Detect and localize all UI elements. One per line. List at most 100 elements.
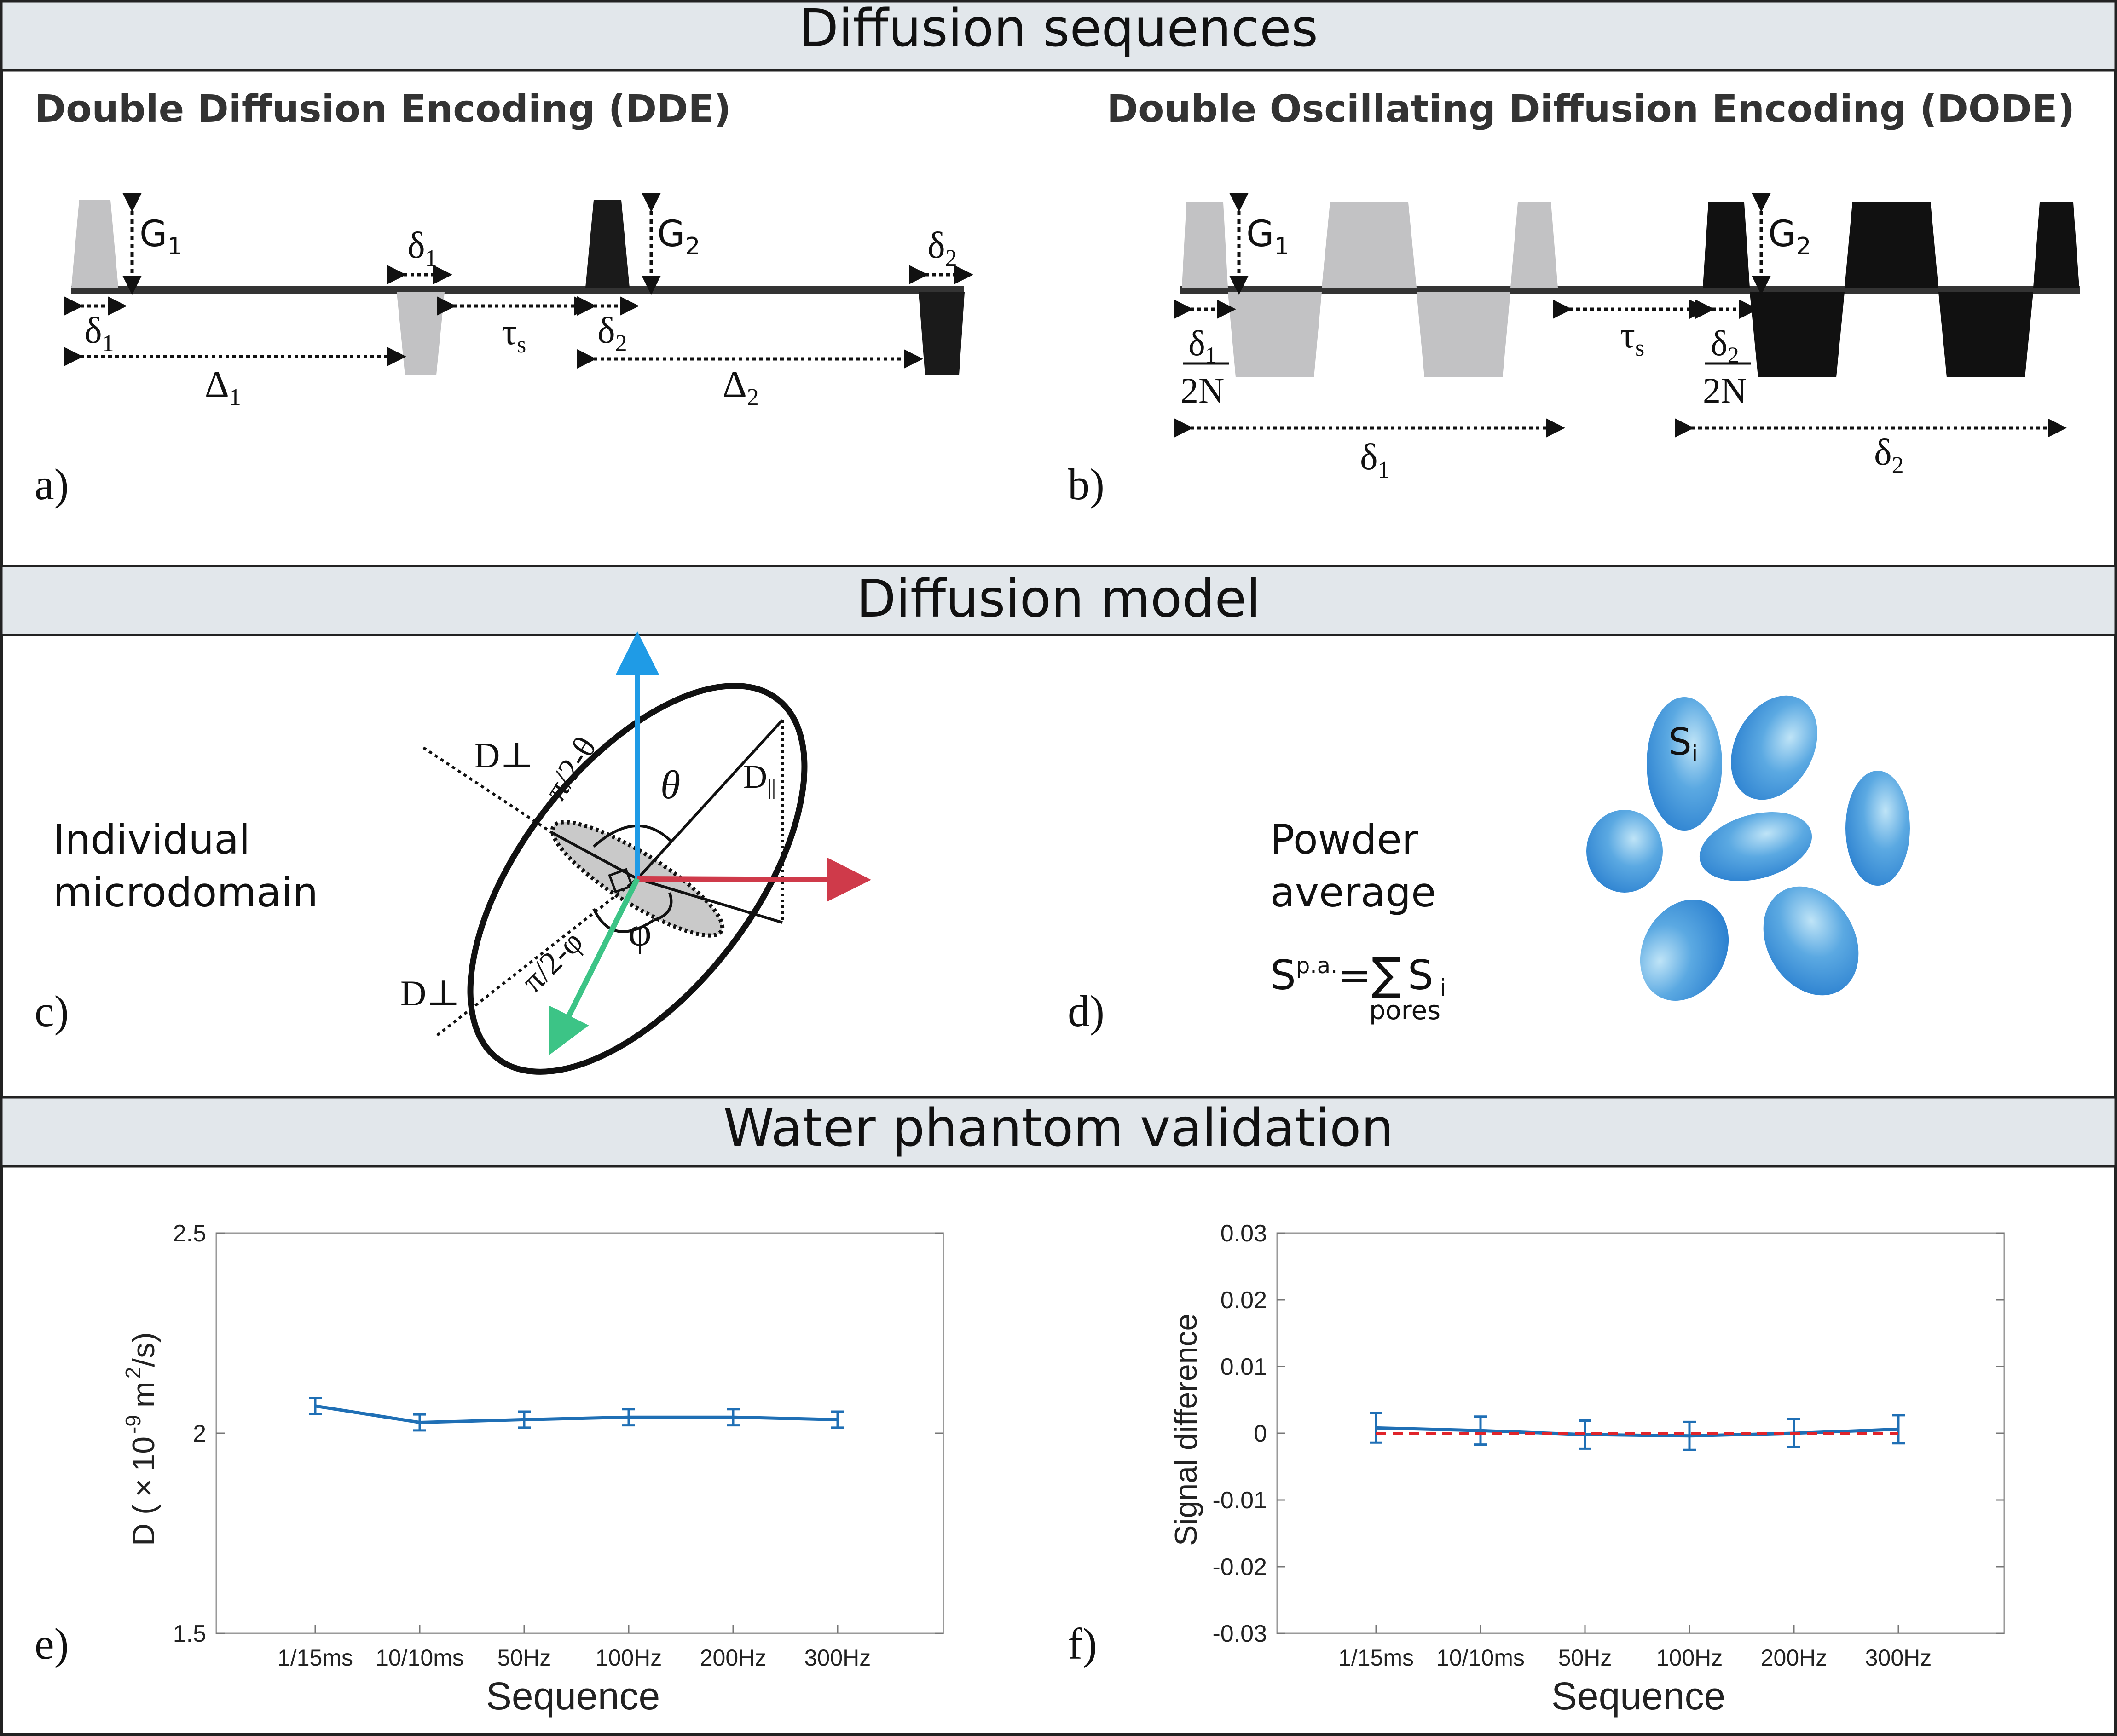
chart-e-xlabel: Sequence — [486, 1674, 660, 1718]
ytick-label: -0.02 — [1212, 1554, 1267, 1580]
xtick-label: 10/10ms — [1436, 1645, 1525, 1671]
ytick-label: 2.5 — [173, 1220, 206, 1247]
dde-delta1-label-bottom: δ1 — [84, 309, 114, 357]
pore-5 — [1699, 812, 1812, 881]
section-title-validation: Water phantom validation — [723, 1098, 1394, 1158]
dode-pulse-9 — [1938, 292, 2033, 377]
d-perp-label-lower: D⊥ — [400, 973, 460, 1013]
pi-theta-label: π/2-θ — [538, 731, 603, 807]
dde-g2-label: G2 — [657, 213, 700, 260]
pore-7 — [1763, 886, 1859, 996]
panel-a-letter: a) — [35, 460, 69, 509]
dode-delta2-2n-numerator: δ2 — [1711, 323, 1739, 368]
section-title-model: Diffusion model — [856, 569, 1261, 629]
d-parallel-axis — [636, 719, 784, 880]
dode-delta2-total-label: δ2 — [1874, 431, 1904, 479]
right-angle-mark — [608, 868, 634, 894]
panel-b-title: Double Oscillating Diffusion Encoding (D… — [1107, 87, 2075, 131]
xtick-label: 50Hz — [497, 1645, 551, 1671]
section-header-model: Diffusion model — [0, 565, 2117, 636]
dode-delta2-2n-denominator: 2N — [1703, 370, 1747, 410]
dode-delta1-2n-numerator: δ1 — [1188, 323, 1217, 368]
dode-tau-label: τs — [1620, 314, 1644, 361]
pi-phi-label: π/2-φ — [515, 924, 590, 999]
green-axis-arrow — [549, 877, 640, 1055]
chart-e-ylabel: D (×10-9m2/s) — [121, 1332, 161, 1546]
ytick-label: -0.01 — [1212, 1487, 1267, 1514]
phi-arc-left — [592, 908, 654, 933]
panel-c-caption-line1: Individual — [53, 816, 250, 863]
chart-e-frame — [215, 1232, 944, 1634]
pore-3 — [1845, 771, 1910, 886]
powder-formula-pores: pores — [1369, 996, 1440, 1026]
panel-e-letter: e) — [35, 1619, 69, 1668]
dode-pulse-10 — [2033, 202, 2079, 288]
chart-f-ylabel: Signal difference — [1168, 1314, 1203, 1546]
panel-c-caption-line2: microdomain — [53, 869, 318, 916]
ytick-label: 1.5 — [173, 1621, 206, 1647]
panel-b-letter: b) — [1068, 460, 1105, 509]
ytick-label: 0.02 — [1220, 1287, 1267, 1314]
theta-label: θ — [660, 763, 680, 807]
xtick-label: 100Hz — [596, 1645, 662, 1671]
dode-delta1-total-label: δ1 — [1360, 436, 1390, 483]
section-header-sequences: Diffusion sequences — [0, 0, 2117, 72]
dode-pulse-3 — [1322, 202, 1417, 288]
xtick-label: 1/15ms — [278, 1645, 353, 1671]
ytick-label: 0.01 — [1220, 1354, 1267, 1380]
ytick-label: 2 — [193, 1420, 206, 1447]
dde-delta2-label-bottom: δ2 — [597, 309, 627, 357]
phi-label: φ — [628, 910, 652, 955]
dde-pulse-g1-positive — [71, 200, 118, 288]
pore-s-i-label: Si — [1668, 721, 1698, 767]
panel-d-letter: d) — [1068, 986, 1105, 1036]
panel-b-dode: Double Oscillating Diffusion Encoding (D… — [1068, 87, 2080, 509]
pore-1 — [1647, 697, 1722, 831]
xtick-label: 10/10ms — [376, 1645, 464, 1671]
chart-f-xlabel: Sequence — [1551, 1674, 1725, 1718]
d-parallel-label: D|| — [743, 758, 776, 799]
dde-pulse-g1-negative — [397, 292, 445, 375]
dode-pulse-8 — [1845, 202, 1938, 288]
xtick-label: 300Hz — [1865, 1645, 1932, 1671]
xtick-label: 1/15ms — [1338, 1645, 1414, 1671]
xtick-label: 50Hz — [1558, 1645, 1612, 1671]
d-perp-line-lower — [436, 877, 638, 1037]
dode-delta1-2n-denominator: 2N — [1180, 370, 1224, 410]
ytick-label: -0.03 — [1212, 1621, 1267, 1647]
ytick-label: 0.03 — [1220, 1220, 1267, 1247]
dde-delta2-label-top: δ2 — [927, 224, 957, 271]
ytick-label: 0 — [1254, 1420, 1267, 1447]
pore-6 — [1640, 900, 1729, 1001]
dode-pulse-6 — [1703, 202, 1750, 288]
panel-a-title: Double Diffusion Encoding (DDE) — [35, 87, 731, 131]
dode-pulse-5 — [1510, 202, 1558, 288]
pore-2 — [1731, 695, 1817, 800]
dde-g1-label: G1 — [139, 213, 183, 260]
xtick-label: 200Hz — [700, 1645, 767, 1671]
data-series-line — [315, 1404, 838, 1425]
dde-delta1-label-top: δ1 — [407, 224, 437, 271]
dode-pulse-2 — [1228, 292, 1322, 377]
dode-pulse-7 — [1750, 292, 1845, 377]
dode-pulse-4 — [1417, 292, 1510, 377]
dode-g1-label: G1 — [1246, 213, 1290, 260]
dode-g2-label: G2 — [1768, 213, 1811, 260]
microdomain-ellipse — [467, 683, 808, 1075]
panel-a-dde: Double Diffusion Encoding (DDE) a) G1 G2… — [35, 87, 973, 509]
panel-d-caption-line1: Powder — [1270, 816, 1419, 863]
dde-pulse-g2-negative — [919, 292, 965, 375]
projection-line — [637, 877, 783, 924]
dde-Delta1-label: Δ1 — [205, 363, 241, 410]
phi-arc-right — [653, 892, 673, 922]
d-perp-line-upper — [422, 746, 553, 834]
section-header-validation: Water phantom validation — [0, 1096, 2117, 1168]
dde-pulse-g2-positive — [585, 200, 630, 288]
dde-Delta2-label: Δ2 — [723, 363, 759, 410]
d-perp-label-upper: D⊥ — [474, 735, 534, 775]
pore-4 — [1586, 810, 1663, 893]
xtick-label: 200Hz — [1761, 1645, 1828, 1671]
